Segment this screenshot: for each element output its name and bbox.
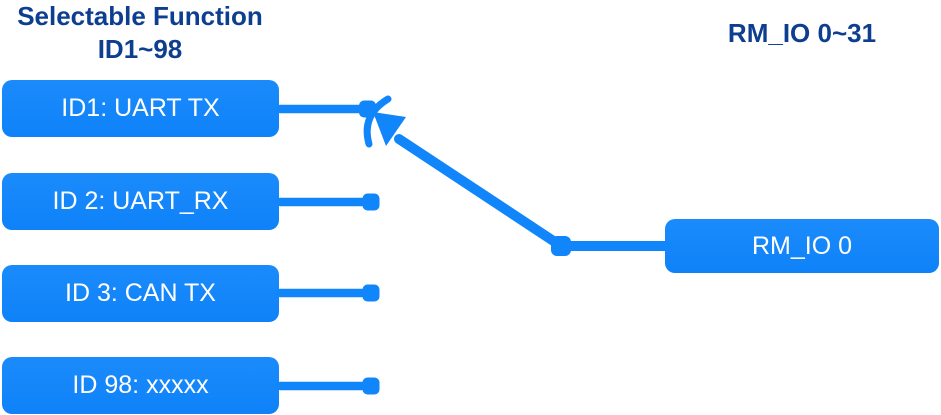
terminal-dot-id98	[362, 377, 380, 395]
function-box-id98-label: ID 98: xxxxx	[72, 371, 209, 399]
function-box-id3: ID 3: CAN TX	[2, 265, 279, 322]
output-box-rm-io-0-label: RM_IO 0	[751, 231, 853, 260]
selector-arm	[394, 134, 566, 251]
function-box-id3-label: ID 3: CAN TX	[65, 279, 216, 307]
left-column-title-line2: ID1~98	[97, 34, 183, 64]
terminal-dot-id1	[359, 100, 376, 118]
selector-arrowhead-icon	[373, 112, 406, 146]
function-box-id1: ID1: UART TX	[2, 80, 279, 137]
terminal-dot-id2	[362, 193, 380, 211]
left-column-title: Selectable Function ID1~98	[0, 0, 280, 66]
left-column-title-line1: Selectable Function	[17, 1, 263, 31]
output-box-rm-io-0: RM_IO 0	[665, 219, 939, 273]
function-box-id2-label: ID 2: UART_RX	[52, 187, 229, 215]
common-node-dot	[551, 236, 571, 256]
function-box-id98: ID 98: xxxxx	[2, 357, 279, 414]
selector-rotation-arc-icon	[363, 95, 392, 148]
right-column-title: RM_IO 0~31	[727, 18, 877, 48]
function-box-id1-label: ID1: UART TX	[61, 94, 220, 122]
terminal-dot-id3	[362, 284, 380, 302]
function-box-id2: ID 2: UART_RX	[2, 173, 279, 230]
